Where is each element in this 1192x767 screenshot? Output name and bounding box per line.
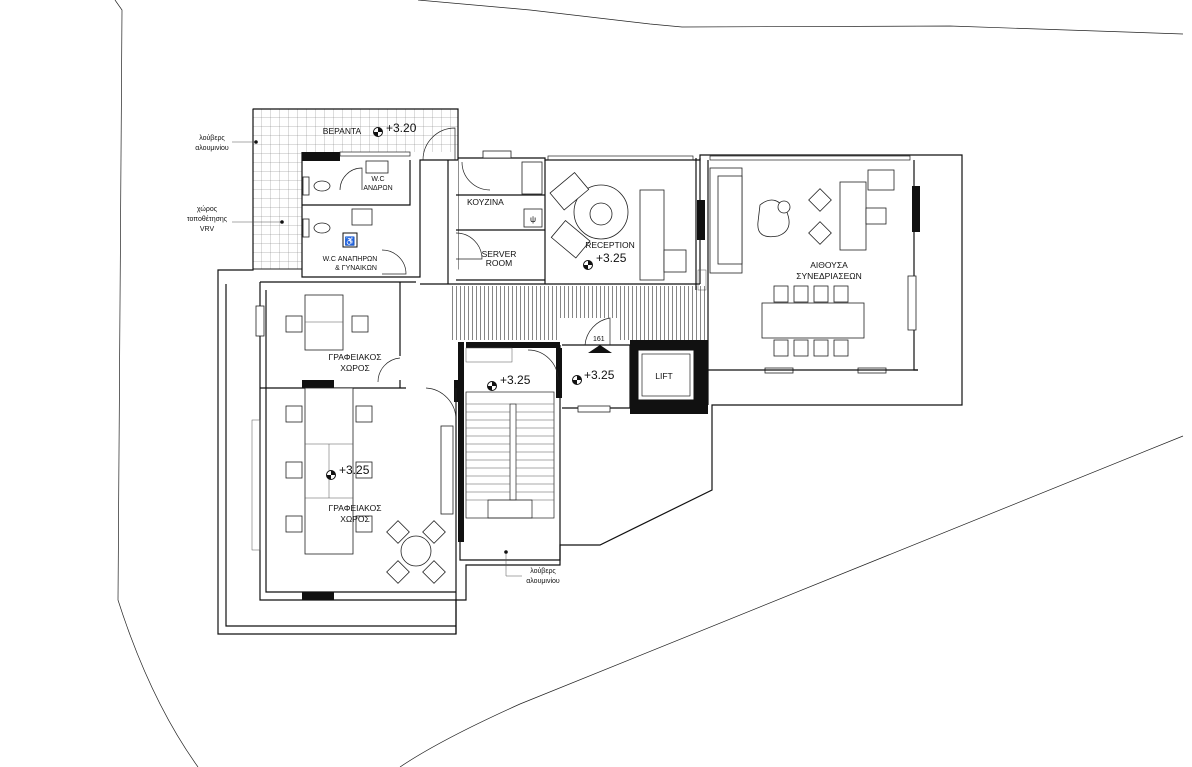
lift-label: LIFT xyxy=(655,371,672,381)
meeting-room: ΑΙΘΟΥΣΑ ΣΥΝΕΔΡΙΑΣΕΩΝ xyxy=(707,155,920,405)
office-bottom-label-2: ΧΩΡΟΣ xyxy=(340,514,370,524)
veranta-label: ΒΕΡΑΝΤΑ xyxy=(323,126,362,136)
server-room-label-2: ROOM xyxy=(486,258,512,268)
louvers-bottom-label-1: λούβερς xyxy=(530,567,556,575)
level-stair: +3.25 xyxy=(500,373,531,387)
annotations: λούβερς αλουμινίου χώρος τοποθέτησης VRV… xyxy=(187,134,560,585)
vrv-label-3: VRV xyxy=(200,226,215,233)
office-bottom-label-1: ΓΡΑΦΕΙΑΚΟΣ xyxy=(329,503,382,513)
server-room-label-1: SERVER xyxy=(482,249,517,259)
wc-men-label-1: W.C xyxy=(371,176,384,183)
wc-accessible-label-1: W.C ΑΝΑΠΗΡΩΝ xyxy=(323,256,378,263)
level-reception: +3.25 xyxy=(596,251,627,265)
level-veranta: +3.20 xyxy=(386,121,417,135)
level-marker-lobby: +3.25 xyxy=(572,368,615,385)
level-marker-stair: +3.25 xyxy=(487,373,531,391)
office-top-furniture: ΓΡΑΦΕΙΑΚΟΣ ΧΩΡΟΣ xyxy=(255,294,401,383)
accessible-icon: ♿ xyxy=(345,236,356,246)
level-lobby: +3.25 xyxy=(584,368,615,382)
level-marker-office: +3.25 xyxy=(326,463,370,480)
level-marker-reception: +3.25 xyxy=(583,251,627,270)
reception-area: RECEPTION xyxy=(547,155,707,291)
wc-block: ♿ W.C ΑΝΔΡΩΝ W.C ΑΝΑΠΗΡΩΝ & ΓΥΝΑΙΚΩΝ xyxy=(301,151,458,278)
louvers-top-label-1: λούβερς xyxy=(199,134,225,142)
level-marker-veranta: +3.20 xyxy=(373,121,417,137)
office-top-label-2: ΧΩΡΟΣ xyxy=(340,363,370,373)
wc-accessible-label-2: & ΓΥΝΑΙΚΩΝ xyxy=(335,265,377,272)
site-boundary xyxy=(114,0,1184,767)
lobby-lift: LIFT 161 xyxy=(562,317,918,414)
level-office: +3.25 xyxy=(339,463,370,477)
office-top-label-1: ΓΡΑΦΕΙΑΚΟΣ xyxy=(329,352,382,362)
meeting-room-label-1: ΑΙΘΟΥΣΑ xyxy=(810,260,848,270)
louvers-bottom-label-2: αλουμινίου xyxy=(526,577,560,585)
kitchen-label: ΚΟΥΖΙΝΑ xyxy=(467,197,504,207)
office-bottom-furniture: ΓΡΑΦΕΙΑΚΟΣ ΧΩΡΟΣ xyxy=(251,387,454,584)
wc-men-label-2: ΑΝΔΡΩΝ xyxy=(363,185,392,192)
hatched-zone xyxy=(452,286,706,342)
step-count-label: 161 xyxy=(593,336,605,343)
reception-label: RECEPTION xyxy=(585,240,635,250)
vrv-label-1: χώρος xyxy=(197,205,218,213)
svg-text:ψ: ψ xyxy=(530,214,536,224)
vrv-label-2: τοποθέτησης xyxy=(187,215,228,223)
stair-block xyxy=(425,342,562,561)
kitchen-server-block: ψ ΚΟΥΖΙΝΑ SERVER ROOM xyxy=(420,127,700,285)
level-markers: +3.20 +3.25 +3.25 +3.25 +3.25 xyxy=(326,121,627,480)
meeting-room-label-2: ΣΥΝΕΔΡΙΑΣΕΩΝ xyxy=(796,271,862,281)
louvers-top-label-2: αλουμινίου xyxy=(195,144,229,152)
